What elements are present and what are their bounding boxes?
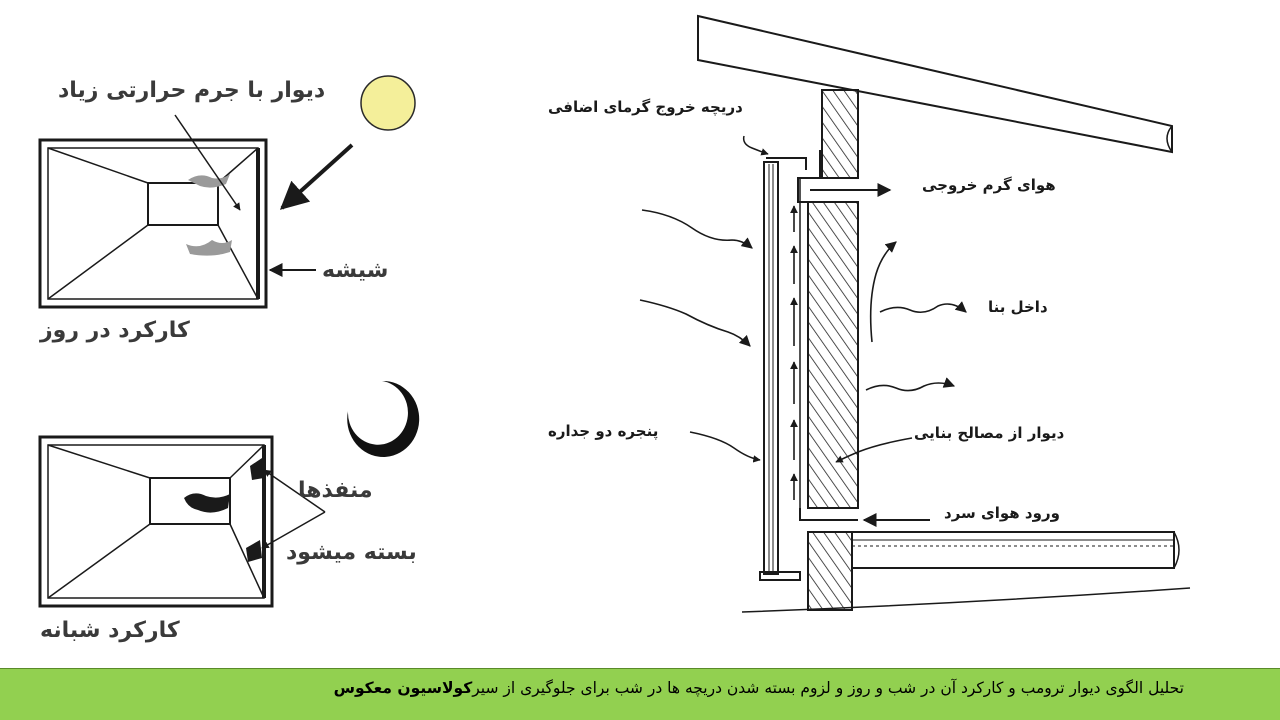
label-building-interior: داخل بنا xyxy=(988,298,1048,316)
label-gets-closed: بسته میشود xyxy=(286,540,417,565)
sun-icon xyxy=(360,75,416,131)
floor-slab xyxy=(741,531,1191,613)
caption-bar: تحلیل الگوی دیوار ترومب و کارکرد آن در ش… xyxy=(0,668,1280,720)
caption-day-operation: کارکرد در روز xyxy=(40,318,190,343)
caption-text: تحلیل الگوی دیوار ترومب و کارکرد آن در ش… xyxy=(472,679,1184,697)
interior-heat-arrows xyxy=(865,241,967,392)
label-double-glazing: پنجره دو جداره xyxy=(548,422,659,440)
sunlight-arrow xyxy=(279,143,354,210)
label-exhaust-vent: دریچه خروج گرمای اضافی xyxy=(548,98,743,116)
vents-pointer-arrows xyxy=(261,469,326,549)
trombe-wall-diagram xyxy=(38,14,1191,613)
masonry-wall xyxy=(807,201,859,509)
solar-radiation-arrows xyxy=(639,209,753,347)
double-glazing-window xyxy=(763,161,779,575)
roof-section xyxy=(697,14,1173,154)
moon-icon xyxy=(347,380,420,457)
label-masonry-wall: دیوار از مصالح بنایی xyxy=(914,424,1065,442)
day-room-diagram xyxy=(38,138,268,309)
wall-pointer-arrow xyxy=(174,114,241,211)
caption-night-operation: کارکرد شبانه xyxy=(40,618,180,643)
label-cold-air-in: ورود هوای سرد xyxy=(944,504,1060,522)
label-vents: منفذها xyxy=(298,478,373,503)
label-pointer-lines xyxy=(689,135,913,463)
label-high-thermal-mass-wall: دیوار با جرم حرارتی زیاد xyxy=(58,78,326,103)
collector-frame xyxy=(759,150,858,581)
label-hot-air-out: هوای گرم خروجی xyxy=(922,176,1056,194)
label-glass: شیشه xyxy=(322,258,389,283)
night-room-diagram xyxy=(38,435,274,608)
upper-wall xyxy=(821,89,859,179)
caption-text-bold: کولاسیون معکوس xyxy=(333,679,473,697)
